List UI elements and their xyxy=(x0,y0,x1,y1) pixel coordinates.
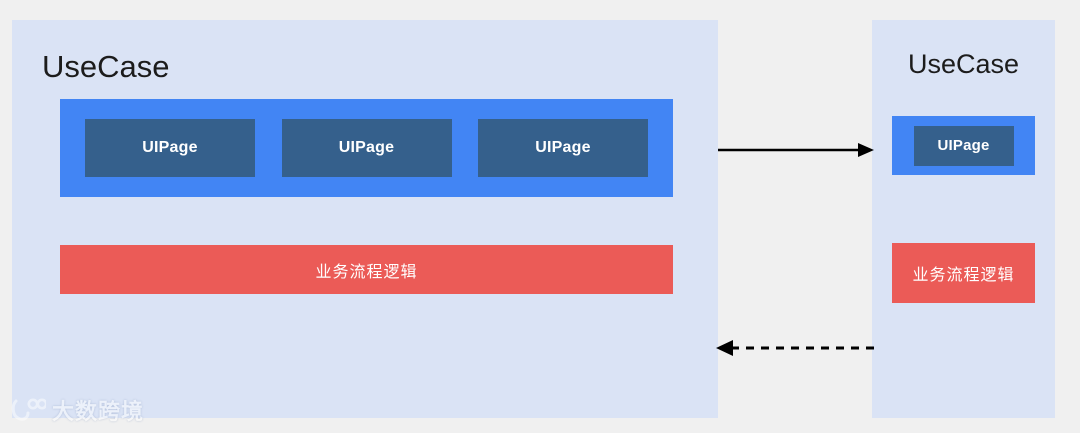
panel-title-left: UseCase xyxy=(42,49,170,84)
ui-page-box[interactable]: UIPage xyxy=(913,125,1014,166)
panel-title-right: UseCase xyxy=(907,49,1020,79)
business-logic-block-left[interactable]: 业务流程逻辑 xyxy=(60,245,673,294)
business-logic-block-right[interactable]: 业务流程逻辑 xyxy=(892,243,1035,303)
ui-page-box[interactable]: UIPage xyxy=(281,119,452,177)
ui-page-box[interactable]: UIPage xyxy=(85,119,255,177)
ui-page-container-right: UIPage xyxy=(892,116,1035,175)
arrow-left-dashed-icon xyxy=(716,340,874,356)
ui-page-box[interactable]: UIPage xyxy=(478,119,648,177)
usecase-panel-left: UseCase UIPage UIPage UIPage 业务流程逻辑 xyxy=(12,20,718,418)
usecase-panel-right: UseCase UIPage 业务流程逻辑 xyxy=(872,20,1055,418)
arrow-right-solid-icon xyxy=(718,143,874,157)
ui-page-container-left: UIPage UIPage UIPage xyxy=(60,99,673,197)
